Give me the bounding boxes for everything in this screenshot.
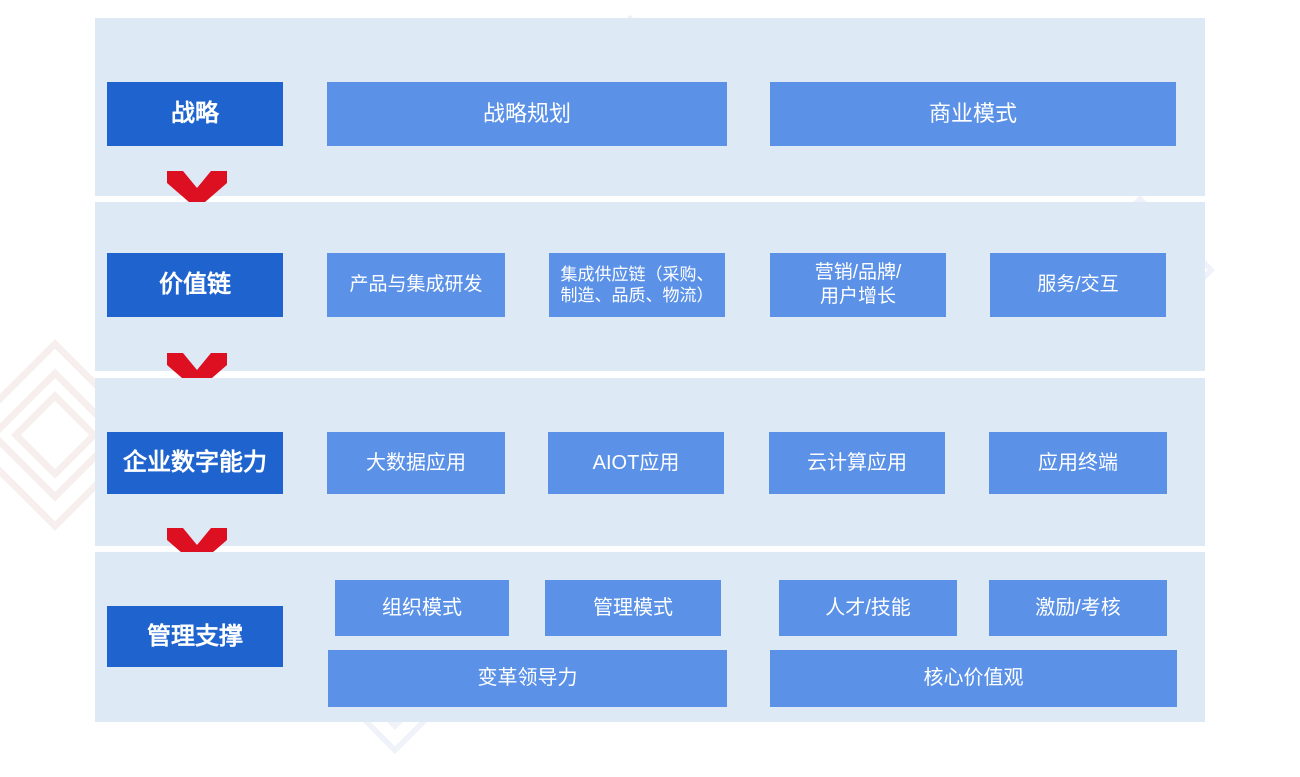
box-incentive-assessment[interactable]: 激励/考核 bbox=[989, 580, 1167, 636]
box-core-values[interactable]: 核心价值观 bbox=[770, 650, 1177, 707]
chevron-down-arrow-icon bbox=[167, 171, 227, 209]
box-organization-model[interactable]: 组织模式 bbox=[335, 580, 509, 636]
box-management-model[interactable]: 管理模式 bbox=[545, 580, 721, 636]
layer-label-management-support[interactable]: 管理支撑 bbox=[107, 606, 283, 667]
chevron-down-arrow-icon bbox=[167, 528, 227, 566]
box-talent-skills[interactable]: 人才/技能 bbox=[779, 580, 957, 636]
layer-label-digital-capability[interactable]: 企业数字能力 bbox=[107, 432, 283, 494]
box-service-interaction[interactable]: 服务/交互 bbox=[990, 253, 1166, 317]
box-application-terminal[interactable]: 应用终端 bbox=[989, 432, 1167, 494]
box-product-and-integrated-rd[interactable]: 产品与集成研发 bbox=[327, 253, 505, 317]
box-big-data-application[interactable]: 大数据应用 bbox=[327, 432, 505, 494]
box-integrated-supply-chain[interactable]: 集成供应链（采购、 制造、品质、物流） bbox=[549, 253, 725, 317]
box-strategy-planning[interactable]: 战略规划 bbox=[327, 82, 727, 146]
box-aiot-application[interactable]: AIOT应用 bbox=[548, 432, 724, 494]
box-change-leadership[interactable]: 变革领导力 bbox=[328, 650, 727, 707]
box-cloud-computing-application[interactable]: 云计算应用 bbox=[769, 432, 945, 494]
layer-label-strategy[interactable]: 战略 bbox=[107, 82, 283, 146]
layer-label-value-chain[interactable]: 价值链 bbox=[107, 253, 283, 317]
chevron-down-arrow-icon bbox=[167, 353, 227, 391]
box-business-model[interactable]: 商业模式 bbox=[770, 82, 1176, 146]
box-marketing-brand-user-growth[interactable]: 营销/品牌/ 用户增长 bbox=[770, 253, 946, 317]
